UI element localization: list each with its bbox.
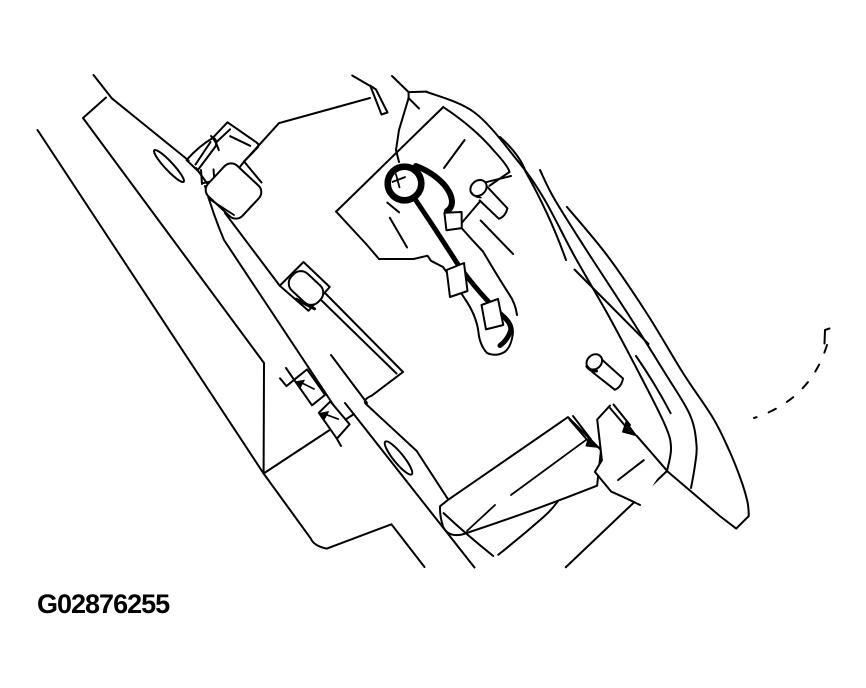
svg-text:G02876255: G02876255 xyxy=(37,589,170,619)
